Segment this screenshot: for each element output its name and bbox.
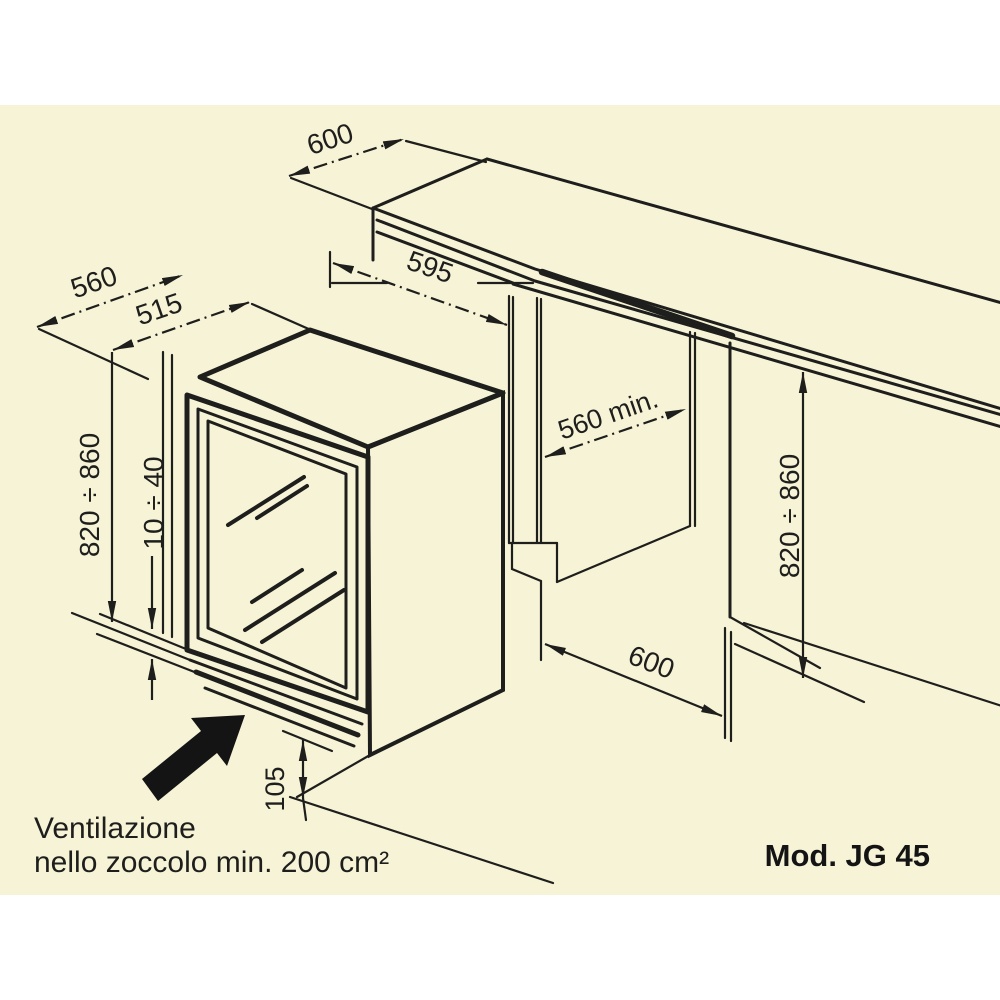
dim-height-left-label: 820 ÷ 860: [74, 433, 105, 557]
door-glass-pane: [206, 419, 348, 690]
dim-extension: [37, 327, 150, 381]
plinth-height-top-ref: [281, 729, 334, 753]
dim-extension: [404, 139, 488, 164]
ventilation-note-line2: nello zoccolo min. 200 cm²: [34, 846, 389, 879]
panel-base-line: [742, 621, 1000, 707]
worktop-back-edge: [485, 157, 1000, 304]
ventilation-note-line1: Ventilazione: [34, 812, 196, 845]
dim-line: [544, 642, 723, 718]
glass-door: [184, 392, 371, 715]
dimension-adjust-range: 10 ÷ 40: [138, 456, 169, 700]
glass-shine-icon: [243, 571, 337, 632]
dim-plinth-height-label: 105: [260, 766, 290, 811]
glass-shine-icon: [260, 588, 346, 644]
worktop: [371, 157, 1000, 428]
door-plinth-edge: [193, 669, 361, 738]
worktop-front-top-edge: [371, 206, 1000, 410]
glass-shine-icon: [226, 475, 306, 527]
plinth-extension: [70, 611, 192, 662]
ventilation-arrow-icon: [142, 715, 245, 801]
dim-adjust-range-label: 10 ÷ 40: [138, 456, 169, 549]
dim-line: [112, 300, 251, 352]
dim-tail: [301, 796, 308, 822]
worktop-left-edge: [371, 157, 489, 210]
glass-reflection-lines: [226, 475, 346, 644]
niche-bottom-edge: [555, 524, 692, 584]
appliance-cabinet: [184, 327, 506, 759]
cabinet-bottom-extension: [295, 753, 372, 799]
dimension-height-right: 820 ÷ 860: [774, 372, 808, 678]
door-outer-frame: [184, 392, 371, 715]
door-plinth-bottom: [203, 686, 356, 748]
model-label: Mod. JG 45: [765, 838, 930, 873]
niche-plinth-notch: [510, 541, 543, 583]
left-reference-lines: [70, 350, 555, 885]
dim-line: [332, 261, 508, 327]
worktop-underside-edge: [511, 282, 1000, 428]
dim-height-right-label: 820 ÷ 860: [774, 454, 805, 578]
dim-extension: [289, 176, 374, 211]
floor-line: [288, 795, 555, 885]
dimension-plinth-height: 105: [260, 740, 308, 822]
glass-shine-icon: [250, 568, 304, 604]
glass-shine-icon: [255, 484, 309, 520]
door-bottom-rail: [188, 658, 364, 726]
dimension-height-left: 820 ÷ 860: [74, 352, 117, 622]
niche-opening: [507, 294, 697, 662]
door-inner-frame: [196, 407, 359, 701]
dim-line: [544, 407, 687, 459]
dim-extension: [250, 302, 313, 332]
worktop-shadow-edge: [538, 268, 736, 340]
dim-line: [288, 137, 405, 178]
floor-extension: [95, 632, 199, 675]
worktop-front-mid-edge: [375, 218, 1000, 416]
